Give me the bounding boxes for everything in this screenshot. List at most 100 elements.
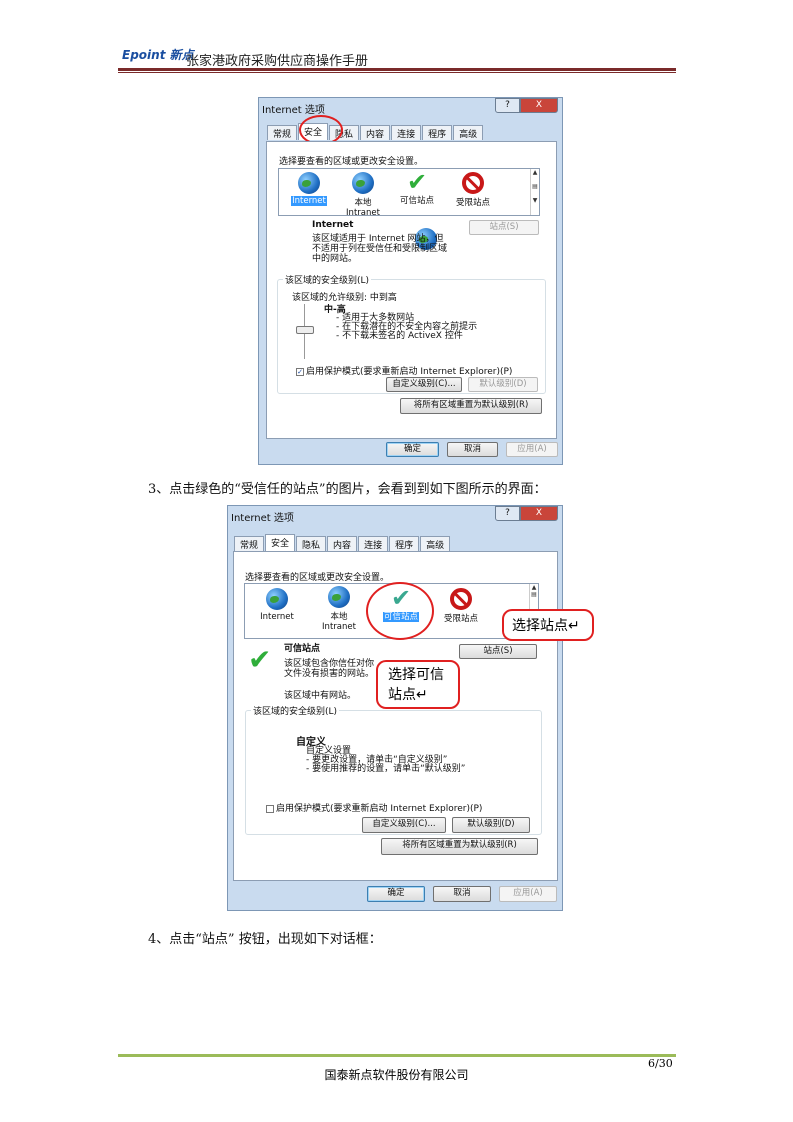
globe-icon: [298, 172, 320, 194]
level-name: 中-高: [324, 305, 346, 315]
zone-prompt: 选择要查看的区域或更改安全设置。: [279, 157, 424, 167]
protected-mode-checkbox[interactable]: 启用保护模式(要求重新启动 Internet Explorer)(P): [266, 801, 482, 814]
checkmark-icon: ✔: [248, 643, 272, 676]
tab-content[interactable]: 内容: [327, 536, 358, 551]
help-button[interactable]: ?: [495, 98, 520, 113]
level-item: - 适用于大多数网站: [336, 313, 415, 323]
level-item: - 要使用推荐的设置，请单击“默认级别”: [306, 764, 466, 774]
tab-advanced[interactable]: 高级: [420, 536, 451, 551]
globe-icon: [414, 228, 437, 250]
tab-programs[interactable]: 程序: [389, 536, 420, 551]
epoint-logo: Epoint 新点: [122, 48, 194, 62]
internet-options-dialog-1: Internet 选项 ?X 常规 安全 隐私 内容 连接 程序 高级 选择要查…: [258, 97, 563, 465]
zone-sublabel: Intranet: [322, 622, 356, 632]
checkmark-icon: ✔: [406, 168, 428, 196]
apply-button[interactable]: 应用(A): [506, 442, 558, 457]
zone-desc-line: 该区域适用于 Internet 网站，但: [312, 234, 444, 244]
zone-desc-line: 文件没有损害的网站。: [284, 669, 375, 679]
zone-label: Internet: [291, 196, 327, 206]
zone-label: 受限站点: [455, 198, 490, 208]
restricted-icon: [450, 588, 472, 610]
group-label: 该区域的安全级别(L): [283, 273, 372, 286]
dialog-title: Internet 选项: [262, 105, 325, 116]
zone-desc-line: 该区域包含你信任对你: [284, 659, 375, 669]
zone-internet[interactable]: Internet: [247, 588, 307, 622]
tab-security[interactable]: 安全: [265, 534, 296, 551]
document-header-title: 张家港政府采购供应商操作手册: [186, 54, 369, 69]
level-item: - 在下载潜在的不安全内容之前提示: [336, 322, 478, 332]
zone-desc-line: 不适用于列在受信任和受限制区域: [312, 244, 448, 254]
tab-programs[interactable]: 程序: [422, 125, 453, 140]
footer-divider: [118, 1054, 676, 1057]
cancel-button[interactable]: 取消: [447, 442, 498, 457]
zone-label: Internet: [260, 612, 294, 622]
security-level-group: 该区域的安全级别(L) 该区域的允许级别: 中到高 中-高 - 适用于大多数网站…: [277, 273, 546, 394]
tab-privacy[interactable]: 隐私: [296, 536, 327, 551]
globe-icon: [266, 588, 288, 610]
step-4-text: 4、点击“站点” 按钮，出现如下对话框：: [148, 932, 382, 947]
tab-general[interactable]: 常规: [267, 125, 298, 140]
zone-label: 本地: [330, 612, 348, 622]
trusted-sites-highlight: [366, 582, 434, 640]
zone-label: 可信站点: [399, 196, 434, 206]
zone-sites-info: 该区域中有网站。: [284, 691, 357, 701]
protected-mode-checkbox[interactable]: ✓启用保护模式(要求重新启动 Internet Explorer)(P): [296, 364, 512, 377]
default-level-button[interactable]: 默认级别(D): [468, 377, 538, 392]
level-item: - 要更改设置，请单击“自定义级别”: [306, 755, 448, 765]
allowed-level: 该区域的允许级别: 中到高: [292, 293, 397, 303]
zone-prompt: 选择要查看的区域或更改安全设置。: [245, 573, 390, 583]
security-level-slider[interactable]: [290, 304, 320, 364]
ok-button[interactable]: 确定: [386, 442, 439, 457]
level-item: 自定义设置: [306, 746, 352, 756]
step-3-text: 3、点击绿色的“受信任的站点”的图片，会看到到如下图所示的界面：: [148, 482, 547, 497]
zone-restricted-sites[interactable]: 受限站点: [443, 172, 503, 208]
level-name: 自定义: [296, 737, 326, 748]
internet-options-dialog-2: Internet 选项 ?X 常规 安全 隐私 内容 连接 程序 高级 选择要查…: [227, 505, 563, 911]
group-label: 该区域的安全级别(L): [251, 704, 340, 717]
header-divider-thin: [118, 72, 676, 73]
close-button[interactable]: X: [520, 98, 558, 113]
intranet-icon: [328, 586, 350, 608]
reset-all-zones-button[interactable]: 将所有区域重置为默认级别(R): [381, 838, 538, 855]
intranet-icon: [352, 172, 374, 194]
zone-title: Internet: [312, 220, 354, 230]
tab-general[interactable]: 常规: [234, 536, 265, 551]
zone-label: 受限站点: [443, 614, 478, 624]
cancel-button[interactable]: 取消: [433, 886, 491, 902]
zone-trusted-sites[interactable]: ✔可信站点: [387, 170, 447, 206]
ok-button[interactable]: 确定: [367, 886, 425, 902]
reset-all-zones-button[interactable]: 将所有区域重置为默认级别(R): [400, 398, 542, 414]
callout-select-sites: 选择站点↵: [502, 609, 594, 641]
zone-sublabel: Intranet: [346, 208, 380, 218]
zone-list-scrollbar[interactable]: ▲▤▼: [530, 169, 539, 215]
zone-restricted-sites[interactable]: 受限站点: [431, 588, 491, 624]
restricted-icon: [462, 172, 484, 194]
default-level-button[interactable]: 默认级别(D): [452, 817, 530, 833]
tab-connections[interactable]: 连接: [391, 125, 422, 140]
header-divider: [118, 68, 676, 71]
zone-title: 可信站点: [284, 644, 321, 654]
tab-content[interactable]: 内容: [360, 125, 391, 140]
zone-label: 本地: [354, 198, 372, 208]
custom-level-button[interactable]: 自定义级别(C)...: [386, 377, 462, 392]
page-number: 6/30: [648, 1057, 673, 1070]
level-item: - 不下载未签名的 ActiveX 控件: [336, 331, 463, 341]
zone-internet[interactable]: Internet: [279, 172, 339, 206]
tab-advanced[interactable]: 高级: [453, 125, 484, 140]
protected-mode-label: 启用保护模式(要求重新启动 Internet Explorer)(P): [306, 367, 513, 377]
close-button[interactable]: X: [520, 506, 558, 521]
custom-level-button[interactable]: 自定义级别(C)...: [362, 817, 446, 833]
apply-button[interactable]: 应用(A): [499, 886, 557, 902]
sites-button[interactable]: 站点(S): [459, 644, 537, 659]
tab-connections[interactable]: 连接: [358, 536, 389, 551]
sites-button[interactable]: 站点(S): [469, 220, 539, 235]
protected-mode-label: 启用保护模式(要求重新启动 Internet Explorer)(P): [276, 804, 483, 814]
footer-company: 国泰新点软件股份有限公司: [324, 1068, 469, 1082]
dialog-title: Internet 选项: [231, 513, 294, 524]
security-level-group: 该区域的安全级别(L) 自定义 自定义设置 - 要更改设置，请单击“自定义级别”…: [245, 704, 542, 835]
help-button[interactable]: ?: [495, 506, 520, 521]
